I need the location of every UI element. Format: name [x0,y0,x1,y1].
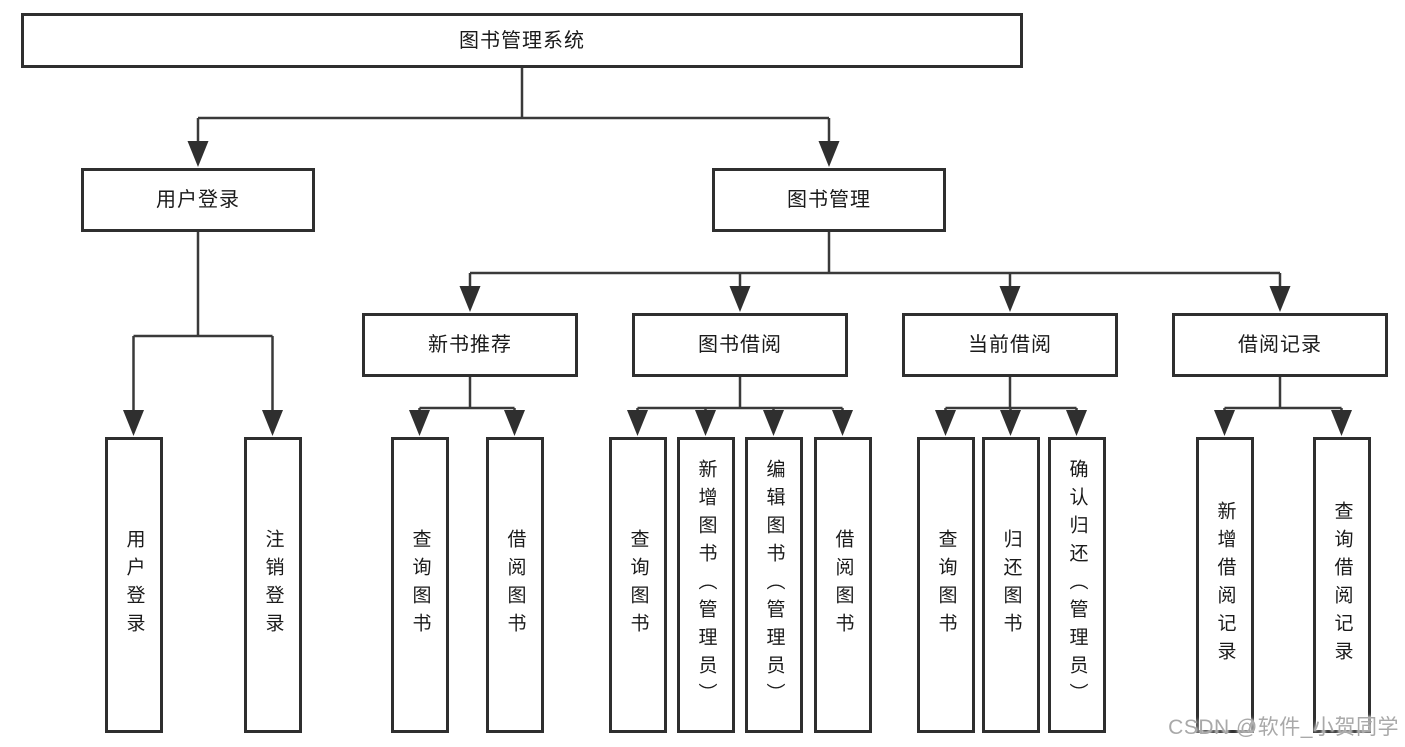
connector-root [196,68,831,145]
node-system-root: 图书管理系统 [21,13,1023,68]
connector-new-book-rec [418,377,516,414]
node-book-management: 图书管理 [712,168,946,232]
leaf-add-books-admin: 新增图书（管理员） [677,437,735,733]
csdn-watermark: CSDN @软件_小贺同学 [1168,716,1399,739]
leaf-user-login: 用户登录 [105,437,163,733]
leaf-borrow-books: 借阅图书 [814,437,872,733]
leaf-confirm-return-admin: 确认归还（管理员） [1048,437,1106,733]
connector-borrow-records [1223,377,1343,414]
node-current-borrowing: 当前借阅 [902,313,1118,377]
connector-book-borrowing [636,377,844,414]
node-book-borrowing: 图书借阅 [632,313,848,377]
node-user-login: 用户登录 [81,168,315,232]
node-new-book-recommendation: 新书推荐 [362,313,578,377]
connector-current-borrowing [944,377,1078,414]
connector-book-management [468,232,1282,290]
leaf-query-books-borrow: 查询图书 [609,437,667,733]
leaf-return-books: 归还图书 [982,437,1040,733]
connector-user-login [132,232,274,414]
leaf-add-borrow-record: 新增借阅记录 [1196,437,1254,733]
leaf-query-borrow-record: 查询借阅记录 [1313,437,1371,733]
leaf-borrow-books-rec: 借阅图书 [486,437,544,733]
leaf-edit-books-admin: 编辑图书（管理员） [745,437,803,733]
leaf-query-books-rec: 查询图书 [391,437,449,733]
leaf-logout: 注销登录 [244,437,302,733]
node-borrowing-records: 借阅记录 [1172,313,1388,377]
leaf-query-books-current: 查询图书 [917,437,975,733]
